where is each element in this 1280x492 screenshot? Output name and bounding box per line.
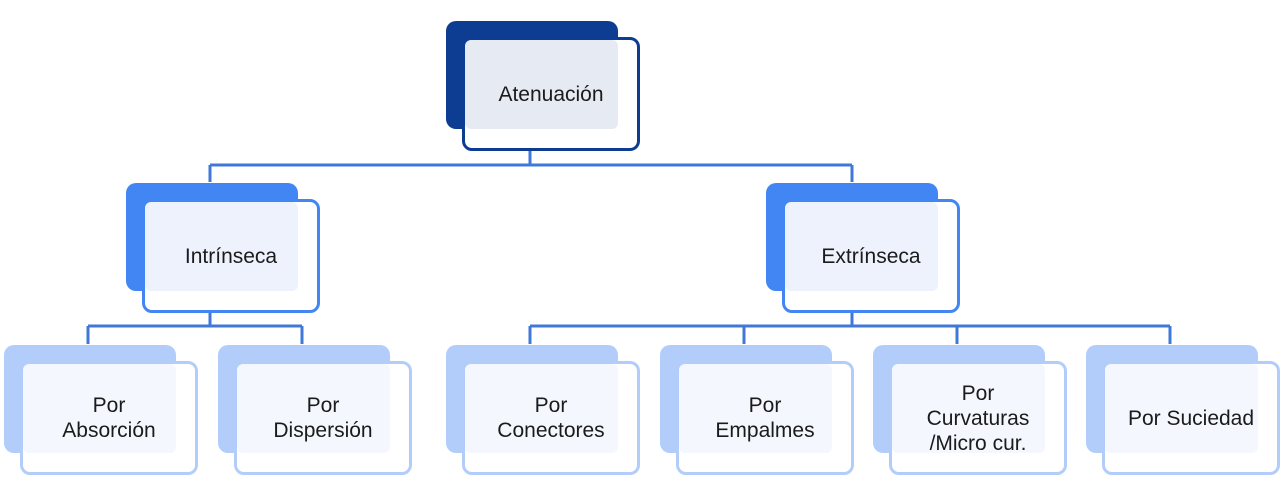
node-label: Por Suciedad bbox=[1127, 406, 1255, 430]
node-label: Intrínseca bbox=[184, 244, 278, 268]
node-label: Por Curvaturas /Micro cur. bbox=[926, 381, 1030, 455]
node-inner-fill bbox=[785, 202, 938, 291]
node-box: Intrínseca bbox=[142, 199, 320, 313]
node-inner-fill bbox=[1105, 364, 1258, 453]
node-label: Por Conectores bbox=[497, 394, 605, 442]
node-inner-fill bbox=[23, 364, 176, 453]
node-label: Extrínseca bbox=[821, 244, 921, 268]
node-label: Por Absorción bbox=[62, 394, 156, 442]
node-label: Por Empalmes bbox=[715, 394, 815, 442]
node-inner-fill bbox=[145, 202, 298, 291]
node-label: Por Dispersión bbox=[273, 394, 373, 442]
node-box: Por Curvaturas /Micro cur. bbox=[889, 361, 1067, 475]
node-box: Atenuación bbox=[462, 37, 640, 151]
node-inner-fill bbox=[892, 364, 1045, 453]
node-box: Por Dispersión bbox=[234, 361, 412, 475]
node-box: Extrínseca bbox=[782, 199, 960, 313]
node-inner-fill bbox=[465, 40, 618, 129]
node-label: Atenuación bbox=[498, 82, 604, 106]
node-box: Por Suciedad bbox=[1102, 361, 1280, 475]
node-box: Por Absorción bbox=[20, 361, 198, 475]
node-inner-fill bbox=[679, 364, 832, 453]
node-inner-fill bbox=[237, 364, 390, 453]
node-box: Por Conectores bbox=[462, 361, 640, 475]
node-inner-fill bbox=[465, 364, 618, 453]
node-box: Por Empalmes bbox=[676, 361, 854, 475]
